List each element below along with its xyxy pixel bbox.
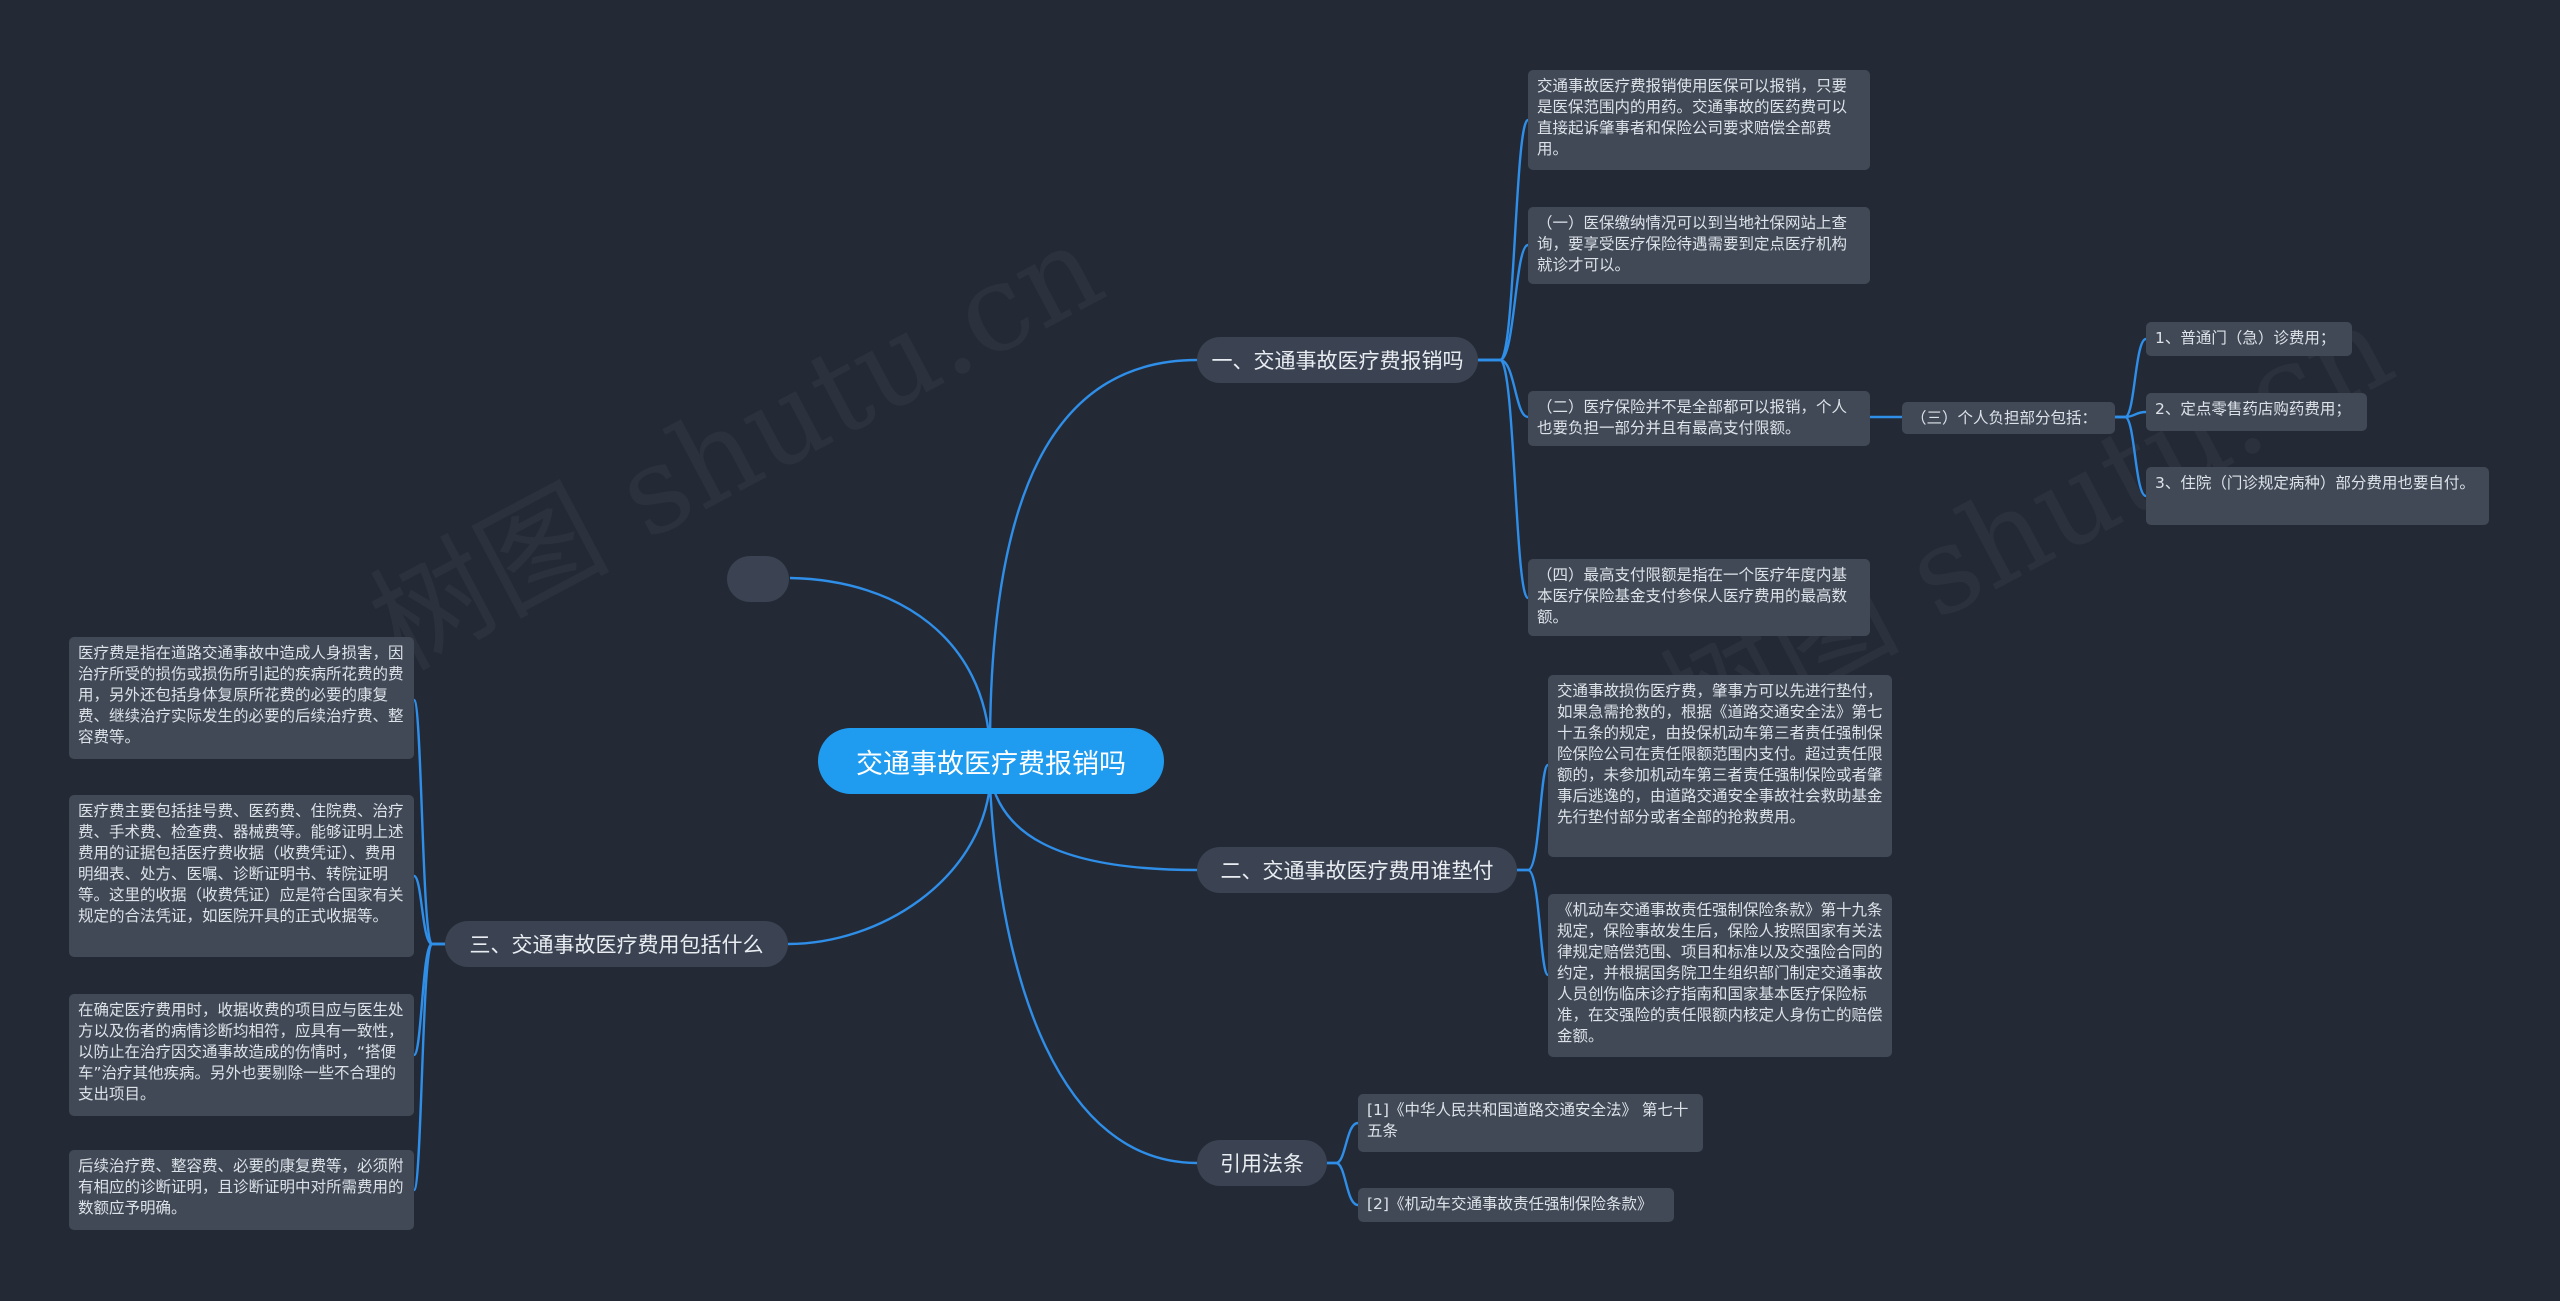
leaf-advance-2[interactable]: 《机动车交通事故责任强制保险条款》第十九条规定，保险事故发生后，保险人按照国家有… (1548, 894, 1892, 1057)
link-b2-c2 (1517, 868, 1550, 977)
leaf-included-3[interactable]: 在确定医疗费用时，收据收费的项目应与医生处方以及伤者的病情诊断均相符，应具有一致… (69, 994, 414, 1116)
sub-item-hospitalization[interactable]: 3、住院（门诊规定病种）部分费用也要自付。 (2146, 467, 2489, 525)
link-b1-c2 (1478, 243, 1530, 362)
sub-personal-burden[interactable]: （三）个人负担部分包括： (1902, 402, 2115, 434)
leaf-included-1[interactable]: 医疗费是指在道路交通事故中造成人身损害，因治疗所受的损伤或损伤所引起的疾病所花费… (69, 637, 414, 759)
link-b3-c1 (1327, 1121, 1359, 1165)
leaf-reimbursement-4[interactable]: （四）最高支付限额是指在一个医疗年度内基本医疗保险基金支付参保人医疗费用的最高数… (1528, 559, 1870, 636)
leaf-law-2[interactable]: [2]《机动车交通事故责任强制保险条款》 (1358, 1188, 1674, 1222)
link-sub-s3 (2115, 415, 2147, 498)
leaf-reimbursement-3[interactable]: （二）医疗保险并不是全部都可以报销，个人也要负担一部分并且有最高支付限额。 (1528, 391, 1870, 446)
link-root-b3 (988, 784, 1198, 1165)
branch-advance-payment[interactable]: 二、交通事故医疗费用谁垫付 (1197, 847, 1517, 893)
leaf-reimbursement-1[interactable]: 交通事故医疗费报销使用医保可以报销，只要是医保范围内的用药。交通事故的医药费可以… (1528, 70, 1870, 170)
leaf-included-2[interactable]: 医疗费主要包括挂号费、医药费、住院费、治疗费、手术费、检查费、器械费等。能够证明… (69, 795, 414, 957)
leaf-advance-1[interactable]: 交通事故损伤医疗费，肇事方可以先进行垫付，如果急需抢救的，根据《道路交通安全法》… (1548, 675, 1892, 857)
link-root-b2 (988, 774, 1198, 872)
link-root-blank (789, 576, 992, 749)
link-b1-c1 (1478, 118, 1530, 362)
link-b4-c1 (412, 698, 445, 946)
link-root-b1 (988, 358, 1198, 749)
link-root-b4 (787, 784, 992, 946)
sub-item-outpatient[interactable]: 1、普通门（急）诊费用； (2146, 322, 2352, 356)
link-b1-c4 (1478, 358, 1530, 600)
link-sub-s1 (2115, 337, 2147, 419)
leaf-reimbursement-2[interactable]: （一）医保缴纳情况可以到当地社保网站上查询，要享受医疗保险待遇需要到定点医疗机构… (1528, 207, 1870, 284)
link-b2-c1 (1517, 763, 1550, 872)
branch-reimbursement[interactable]: 一、交通事故医疗费报销吗 (1197, 337, 1478, 383)
link-b1-c3 (1478, 358, 1529, 419)
link-b4-c4 (412, 942, 445, 1192)
branch-what-included[interactable]: 三、交通事故医疗费用包括什么 (445, 921, 788, 967)
link-b4-c3 (412, 942, 445, 1057)
leaf-included-4[interactable]: 后续治疗费、整容费、必要的康复费等，必须附有相应的诊断证明，且诊断证明中对所需费… (69, 1150, 414, 1230)
leaf-law-1[interactable]: [1]《中华人民共和国道路交通安全法》 第七十五条 (1358, 1094, 1703, 1152)
link-b3-c2 (1327, 1161, 1359, 1207)
empty-branch-node[interactable] (727, 556, 789, 602)
root-topic[interactable]: 交通事故医疗费报销吗 (818, 728, 1164, 794)
sub-item-pharmacy[interactable]: 2、定点零售药店购药费用； (2146, 393, 2367, 431)
branch-cited-law[interactable]: 引用法条 (1197, 1140, 1327, 1186)
